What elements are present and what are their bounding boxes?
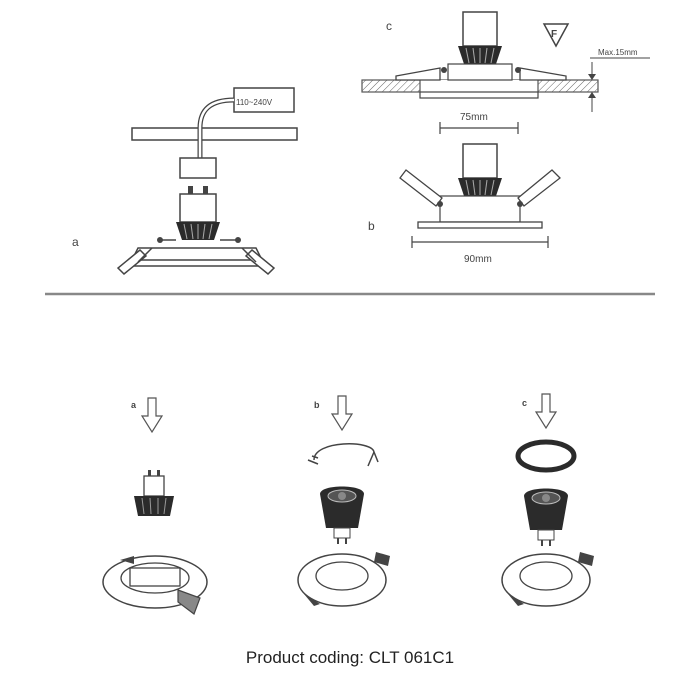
- spring-right: [244, 248, 276, 276]
- ceiling-board: [131, 127, 298, 141]
- dim-75-label: 75mm: [460, 112, 488, 123]
- step-a-label: a: [131, 400, 137, 410]
- flange-b: [417, 221, 543, 229]
- max-depth-label: Max.15mm: [598, 48, 638, 57]
- spring-left-b: [399, 169, 443, 207]
- spring-left: [116, 248, 148, 276]
- dim-90-label: 90mm: [464, 254, 492, 265]
- spring-left-c: [395, 67, 441, 81]
- trim-ring: [515, 439, 577, 473]
- figure-c: F Max.15mm 75mm c: [361, 11, 650, 134]
- bulb-a: [134, 496, 174, 516]
- label-c: c: [386, 19, 392, 33]
- svg-text:F: F: [551, 29, 557, 40]
- step-b: b: [297, 395, 390, 607]
- lamp-heatsink-b: [457, 177, 503, 197]
- arrow-down-icon: [141, 397, 163, 433]
- step-b-label: b: [314, 400, 320, 410]
- lamp-neck: [179, 193, 217, 223]
- retaining-clip: [313, 443, 375, 461]
- step-a: a: [102, 397, 208, 615]
- voltage-label: 110~240V: [236, 98, 273, 107]
- heat-warning-icon: [542, 23, 570, 48]
- arrow-down-icon: [331, 395, 353, 431]
- spring-right-c: [519, 67, 567, 81]
- arrow-down-icon: [535, 393, 557, 429]
- connector-block: [179, 157, 217, 179]
- step-c: c: [501, 393, 594, 607]
- label-b: b: [368, 219, 375, 233]
- lamp-neck-b: [462, 143, 498, 179]
- product-caption: Product coding: CLT 061C1: [245, 648, 455, 667]
- lamp-heatsink-c: [457, 45, 503, 65]
- figure-b: 90mm b: [368, 143, 561, 265]
- figure-a: 110~240V a: [72, 87, 298, 276]
- step-c-label: c: [522, 398, 527, 408]
- lamp-heatsink: [175, 221, 221, 241]
- fixture-ring: [130, 247, 264, 261]
- label-a: a: [72, 235, 79, 249]
- spring-right-b: [517, 169, 561, 207]
- lamp-neck-c: [462, 11, 498, 47]
